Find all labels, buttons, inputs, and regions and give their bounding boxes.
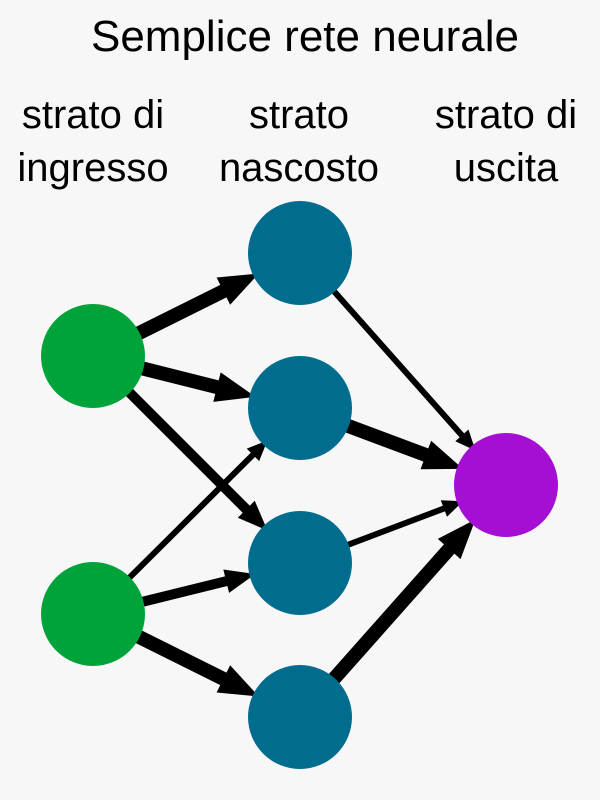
arrowhead (216, 665, 259, 697)
node-in2 (41, 562, 145, 666)
node-in1 (41, 304, 145, 408)
layer-label-output-line-2: uscita (454, 146, 559, 190)
arrow-shaft (325, 542, 456, 688)
arrow-in1-to-h2 (135, 360, 256, 402)
arrow-shaft (121, 384, 252, 515)
nodes-group (41, 201, 558, 769)
arrowhead (437, 519, 476, 560)
arrowhead (246, 440, 268, 462)
arrow-in2-to-h4 (131, 628, 259, 697)
arrowhead (213, 372, 256, 402)
arrow-shaft (135, 360, 221, 395)
node-h1 (248, 201, 352, 305)
arrow-shaft (131, 283, 229, 342)
arrow-shaft (123, 451, 257, 584)
layer-label-hidden-line-2: nascosto (219, 146, 379, 190)
arrowhead (420, 440, 463, 470)
arrow-h4-to-out1 (325, 519, 476, 688)
connections-group (121, 273, 476, 697)
arrow-h3-to-out1 (341, 500, 463, 550)
node-h3 (248, 511, 352, 615)
arrow-in2-to-h3 (136, 569, 256, 608)
diagram-title: Semplice rete neurale (91, 12, 519, 61)
arrow-in1-to-h1 (131, 273, 259, 342)
layer-label-input: strato di ingresso (17, 93, 168, 190)
layer-label-input-line-1: strato di (22, 93, 164, 137)
arrow-shaft (136, 575, 230, 608)
node-h2 (248, 356, 352, 460)
arrow-h2-to-out1 (340, 417, 463, 470)
layer-label-output-line-1: strato di (435, 93, 577, 137)
node-h4 (248, 665, 352, 769)
arrowhead (237, 500, 268, 531)
arrowhead (216, 273, 259, 305)
layer-label-hidden-line-1: strato (249, 93, 349, 137)
arrow-shaft (341, 504, 447, 550)
arrow-in2-to-h2 (123, 440, 268, 584)
arrow-h1-to-out1 (328, 285, 476, 451)
layer-label-output: strato di uscita (435, 93, 577, 190)
arrowhead (455, 429, 476, 451)
node-out1 (454, 433, 558, 537)
arrow-shaft (340, 417, 431, 463)
arrowhead (440, 500, 463, 517)
arrow-in1-to-h3 (121, 384, 268, 531)
arrowhead (223, 569, 256, 593)
layer-label-input-line-2: ingresso (17, 146, 168, 190)
arrow-shaft (131, 628, 229, 687)
layer-label-hidden: strato nascosto (219, 93, 379, 190)
arrow-shaft (328, 285, 466, 439)
